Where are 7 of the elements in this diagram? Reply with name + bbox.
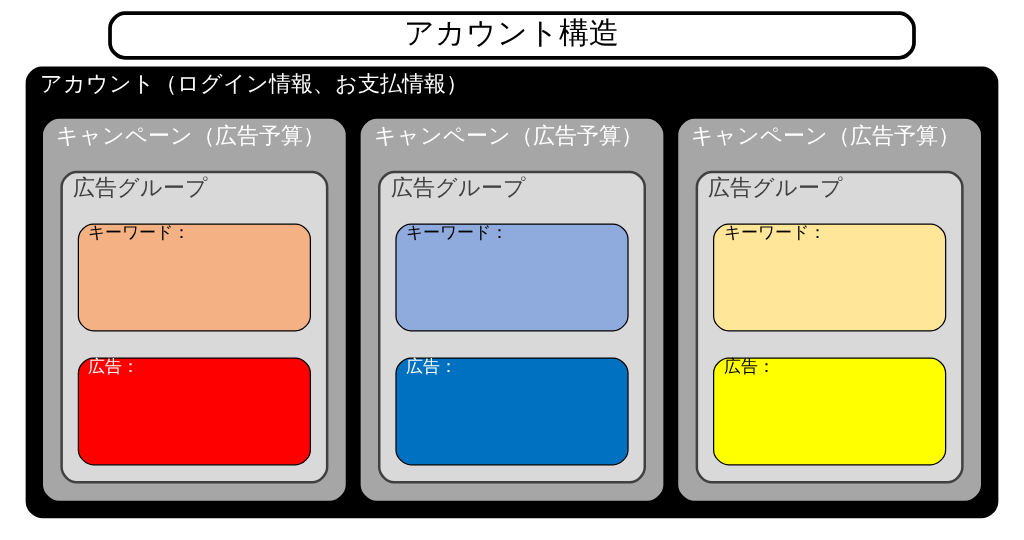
node-box: 広告： [77,357,311,466]
node-box: キーワード： [77,223,311,332]
node-box: アカウント構造 [108,11,916,60]
node-box: 広告： [395,357,629,466]
node-box: キーワード： [395,223,629,332]
node-box: キーワード： [713,223,947,332]
node-box: 広告： [713,357,947,466]
